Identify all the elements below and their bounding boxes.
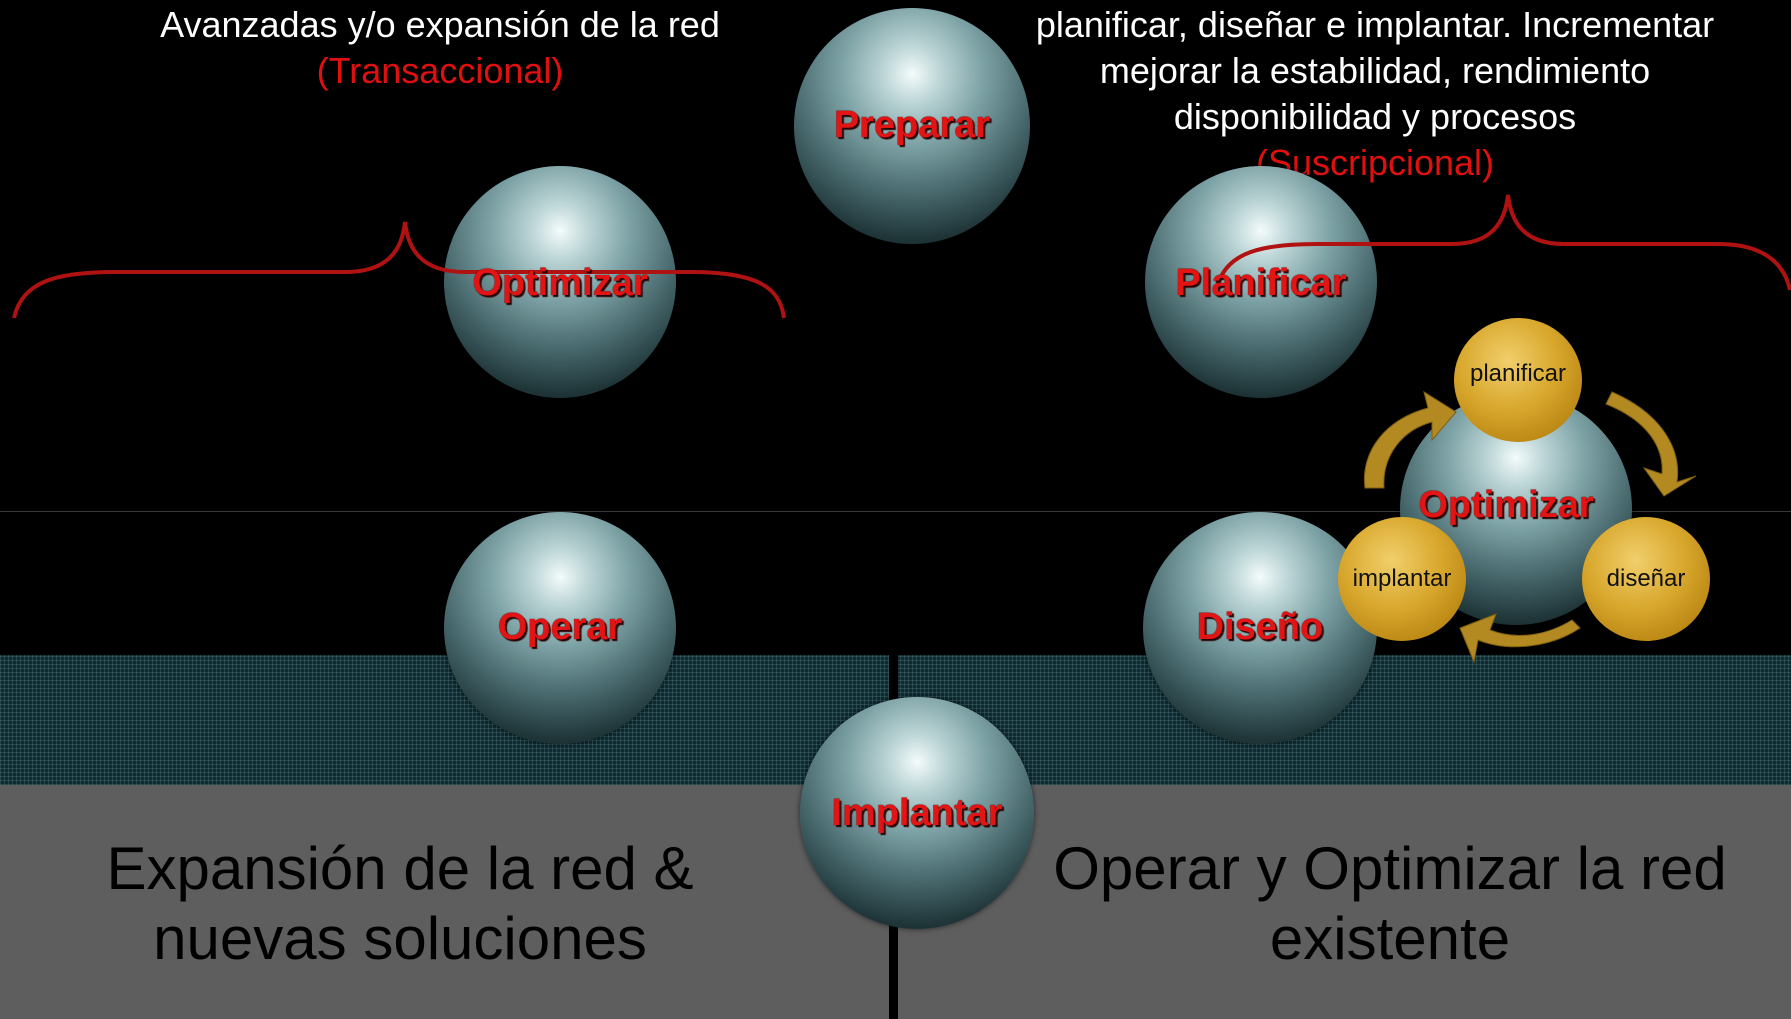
cycle-disenar-label: diseñar <box>1606 565 1686 592</box>
cycle-disenar <box>1582 517 1710 641</box>
left-caption-line1: Avanzadas y/o expansión de la red <box>160 4 720 45</box>
left-caption-tag: (Transaccional) <box>316 50 564 91</box>
cycle-arrow-bottom <box>1459 613 1581 664</box>
sphere-preparar <box>794 8 1030 244</box>
cycle-planificar-label: planificar <box>1469 360 1567 387</box>
cycle-planificar <box>1454 318 1582 442</box>
cycle-arrow-right <box>1605 391 1697 497</box>
label-implantar: Implantar <box>831 792 1003 834</box>
bottom-right-line2: existente <box>1269 905 1511 972</box>
label-diseno: Diseño <box>1196 606 1324 648</box>
bottom-left-line1: Expansión de la red & <box>106 835 694 902</box>
sphere-diseno <box>1143 512 1377 744</box>
right-brace <box>1216 194 1791 291</box>
bottom-right-caption: Operar y Optimizar la red existente <box>1010 834 1770 974</box>
bottom-left-line2: nuevas soluciones <box>153 905 647 972</box>
cycle-implantar <box>1338 517 1466 641</box>
label-planificar: Planificar <box>1175 262 1347 304</box>
label-optimizar-left: Optimizar <box>472 262 648 304</box>
label-operar: Operar <box>497 606 623 648</box>
right-caption-line2: mejorar la estabilidad, rendimiento <box>1099 50 1651 91</box>
right-caption: planificar, diseñar e implantar. Increme… <box>960 2 1790 186</box>
sphere-planificar <box>1145 166 1377 398</box>
right-caption-line1: planificar, diseñar e implantar. Increme… <box>1035 4 1715 45</box>
label-preparar: Preparar <box>833 104 991 146</box>
right-caption-line3: disponibilidad y procesos <box>1173 96 1577 137</box>
label-optimizar-right: Optimizar <box>1418 484 1594 526</box>
bottom-right-line1: Operar y Optimizar la red <box>1053 835 1727 902</box>
sphere-operar <box>444 512 676 744</box>
bottom-left-caption: Expansión de la red & nuevas soluciones <box>20 834 780 974</box>
sphere-implantar <box>800 697 1034 929</box>
left-caption: Avanzadas y/o expansión de la red (Trans… <box>20 2 860 94</box>
sphere-optimizar-left <box>444 166 676 398</box>
cycle-implantar-label: implantar <box>1352 565 1452 592</box>
cycle-arrow-left <box>1363 390 1457 489</box>
left-brace <box>12 221 786 319</box>
horizon-line <box>0 511 1791 512</box>
